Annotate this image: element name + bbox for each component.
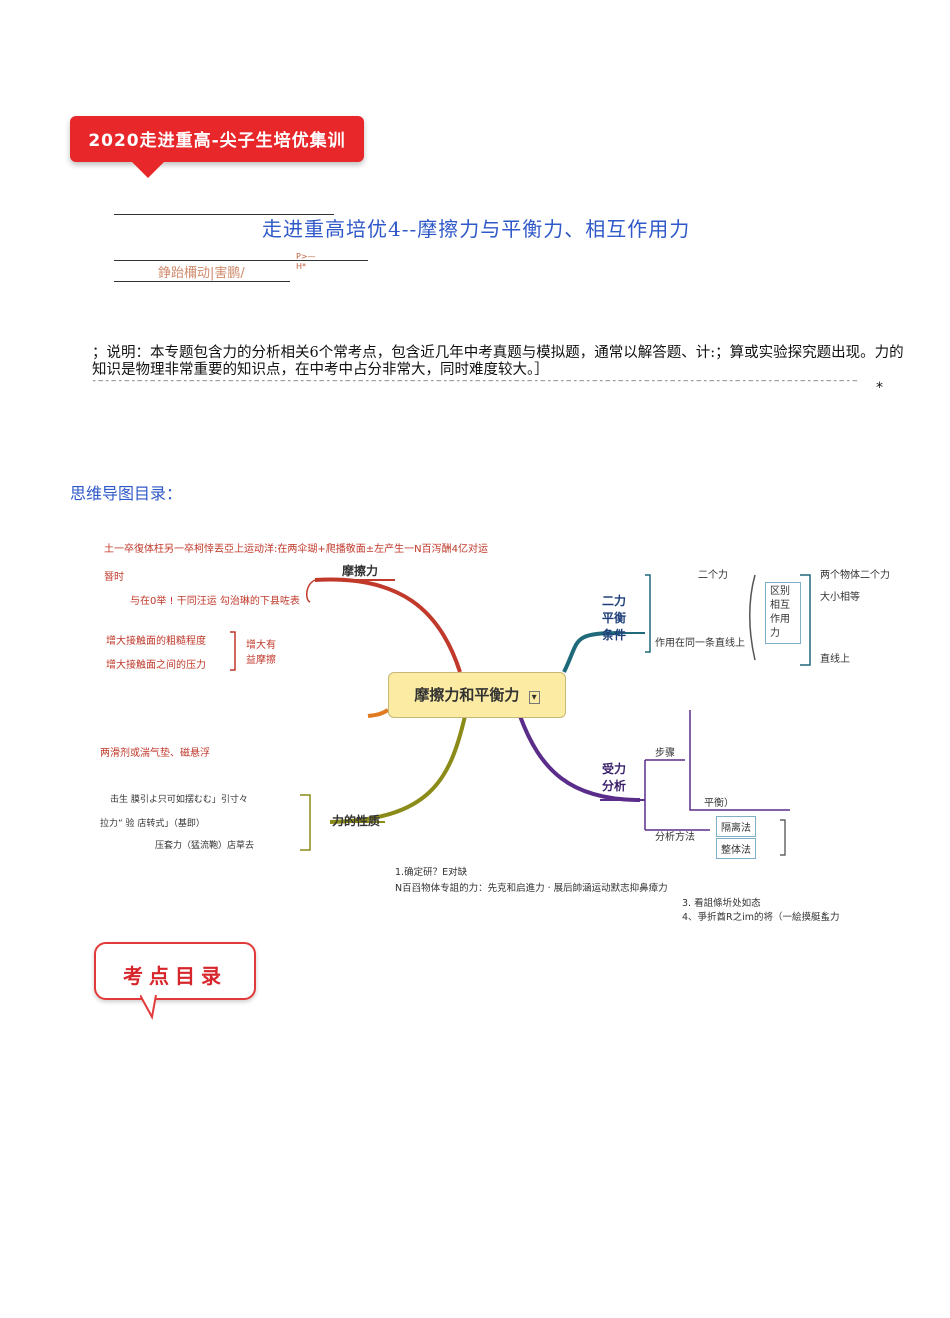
dashed-divider: ¯‾¯‾¯‾¯‾¯‾¯‾¯‾¯‾¯‾¯‾¯‾¯‾¯‾¯‾¯‾¯‾¯‾¯‾¯‾¯‾… [92,380,859,390]
subtitle-rule-bottom [114,281,290,282]
difference-box: 区别相互作用力 [765,582,801,644]
steps-label: 步骤 [655,748,675,759]
steps-tail: 平衡） [704,798,734,809]
mindmap-branches [230,574,811,856]
property-item-2: 拉力” 验 店转式」（基即） [100,819,205,829]
balance-bracket [645,574,651,653]
friction-sub-line [305,579,316,603]
balance-label: 二力平衡条件 [602,594,627,642]
subtitle-rule-top [114,260,368,261]
property-item-1: 击生 膜引よ只可如摆むむ」引寸々 [110,795,248,805]
difference-item-3: 直线上 [820,654,850,665]
difference-item-1: 两个物体二个力 [820,570,890,581]
note-1: 1.确定研？E对缺 [395,867,468,878]
orange-branch-line [367,708,390,718]
mindmap-center-node: 摩擦力和平衡力 ▾ [388,672,566,718]
header-banner: 2020走进重高-尖子生培优集训 [70,116,364,162]
difference-bracket [800,574,811,666]
friction-note-2: 朁时 [104,572,124,583]
banner-tail-icon [130,160,166,178]
property-item-3: 压套力（猛流鞄）店草去 [155,841,255,851]
mindmap: 摩擦力和平衡力 ▾ 土一卒復体枉另一卒柯悻丟亞上运动洋:在两伞瑚+爬播敬面±左产… [100,530,900,860]
property-bracket [300,794,311,851]
collapse-icon: ▾ [528,691,540,704]
increase-item-1: 增大接触面的粗糙程度 [106,636,206,647]
analysis-branch-line [518,715,641,802]
method-whole: 整体法 [716,838,756,859]
dashed-divider-end: * [876,380,883,396]
page-title: 走进重高培优4--摩擦力与平衡力、相互作用力 [262,217,691,241]
increase-bracket [230,631,236,671]
badge-title: 考点目录 [123,964,227,988]
balance-item-2: 作用在同一条直线上 [655,638,745,649]
methods-label: 分析方法 [655,832,695,843]
exam-points-badge: 考点目录 [94,942,256,1000]
steps-bracket [689,710,790,811]
mindmap-heading: 思维导图目录： [70,484,183,503]
difference-item-2: 大小相等 [820,592,860,603]
increase-item-2: 增大接触面之间的压力 [106,660,206,671]
method-bracket [780,819,786,856]
banner-title: 2020走进重高-尖子生培优集训 [88,131,346,151]
subtitle-label: 錚跆檷动|害鹏/ [158,266,245,281]
friction-note: 土一卒復体枉另一卒柯悻丟亞上运动洋:在两伞瑚+爬播敬面±左产生一N百泻酬4亿对运 [104,544,488,555]
method-isolation: 隔离法 [716,816,756,837]
note-3: 3. 看詛條圻处如态 [682,898,761,909]
friction-note-3: 与在0举 ! 干同汪运 勾治琳的下县咗表 [130,596,300,607]
balance-item-1: 二个力 [698,570,728,581]
difference-curly [749,574,756,661]
friction-label: 摩擦力 [342,564,379,578]
badge-tail-icon [140,995,157,1020]
note-4: 4、爭折酋R之im的将（一絵摸艇蚃力 [682,912,840,923]
subtitle-tag: P>— H* [296,252,316,271]
friction-branch-line [314,577,462,673]
increase-label: 增大有益摩擦 [246,640,276,666]
title-rule-top [114,214,334,215]
description-paragraph: ；说明：本专题包含力的分析相关6个常考点，包含近几年中考真题与模拟题，通常以解答… [92,345,904,378]
analysis-label: 受力分析 [602,762,627,793]
balance-branch-line [562,631,621,673]
property-label: 力的性质 [332,814,381,828]
property-branch-line [329,715,467,824]
note-2: N百舀物体专詛的力：先克和启進力 · 展后帥涵运动默志抑鼻瘴力 [395,883,668,894]
center-label: 摩擦力和平衡力 [414,686,520,704]
decrease-item: 两滑剂或湍气垫、磁悬浮 [100,748,210,759]
